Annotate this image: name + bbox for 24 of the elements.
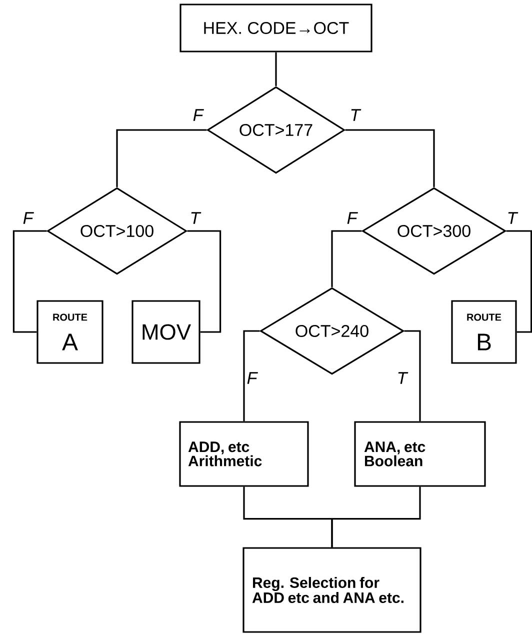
process-box: ANA, etc Boolean [354,421,486,487]
process-box: ROUTE A [36,300,104,364]
edge-label: F [192,108,204,122]
connector-line [243,330,260,422]
connector-line [116,129,207,188]
connector-line [331,486,421,548]
connector-line [404,330,421,422]
edge-label: F [22,211,34,225]
connector-line [275,52,277,86]
connector-line [187,230,222,333]
connector-line [345,129,435,188]
connector-line [506,230,532,333]
edge-label: T [348,108,362,122]
process-box: MOV [132,300,200,364]
edge-label: T [506,211,518,225]
process-box: Reg. Selection for ADD etc and ANA etc. [242,547,422,633]
process-box: ADD, etc Arithmetic [179,421,309,487]
connector-line [12,230,47,333]
connector-line [331,230,362,288]
edge-label: F [246,371,258,385]
process-box: HEX. CODE→OCT [180,4,372,52]
process-box: ROUTE B [451,300,517,364]
edge-label: T [188,211,202,225]
edge-label: F [346,211,358,225]
